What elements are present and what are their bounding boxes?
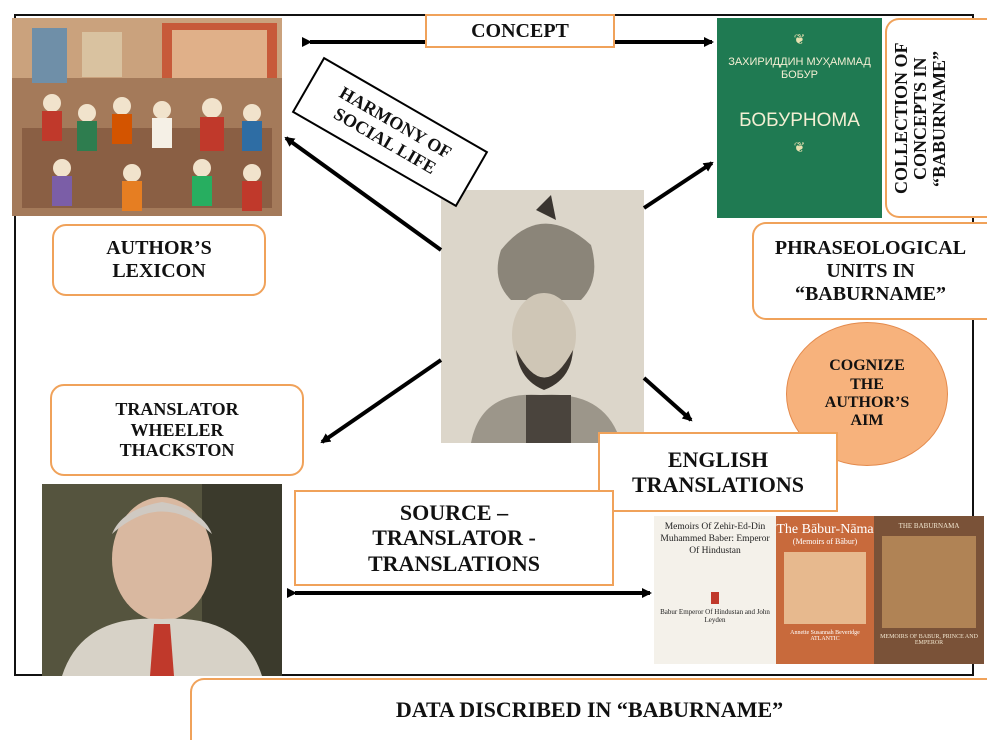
translator-label: TRANSLATOR WHEELER THACKSTON	[50, 384, 304, 476]
book-title: THE BABURNAMA	[898, 522, 960, 530]
book-footer: Annette Susannah Beveridge	[790, 630, 860, 637]
book-subtitle: (Memoirs of Bābur)	[792, 537, 858, 547]
english-translations-covers: Memoirs Of Zehir-Ed-Din Muhammed Baber: …	[654, 516, 984, 664]
phraseological-label: PHRASEOLOGICAL UNITS IN “BABURNAME”	[752, 222, 987, 320]
book-cover-thackston: THE BABURNAMA MEMOIRS OF BABUR, PRINCE A…	[874, 516, 984, 664]
miniature-painting	[12, 18, 282, 216]
translator-photo	[42, 484, 282, 676]
arrow-to-painting	[284, 136, 443, 252]
lexicon-label: AUTHOR’S LEXICON	[52, 224, 266, 296]
arrow-to-book	[642, 161, 714, 210]
book-cover-leyden: Memoirs Of Zehir-Ed-Din Muhammed Baber: …	[654, 516, 776, 664]
babur-portrait	[441, 190, 644, 443]
book-cover-author: ЗАХИРИДДИН МУҲАММАД БОБУР	[728, 56, 871, 82]
english-label: ENGLISH TRANSLATIONS	[598, 432, 838, 512]
source-label: SOURCE – TRANSLATOR - TRANSLATIONS	[294, 490, 614, 586]
arrow-to-english	[642, 376, 693, 422]
boburnoma-book-cover: ❦ ЗАХИРИДДИН МУҲАММАД БОБУР БОБУРНОМА ❦	[717, 18, 882, 218]
book-emblem	[711, 591, 719, 604]
book-cover-title: БОБУРНОМА	[739, 110, 860, 131]
collection-text: COLLECTION OF CONCEPTS IN “BABURNAME”	[891, 42, 949, 194]
book-illustration	[784, 552, 866, 625]
book-title: Memoirs Of Zehir-Ed-Din Muhammed Baber: …	[660, 522, 770, 556]
book-cover-beveridge: The Bābur-Nāma (Memoirs of Bābur) Annett…	[776, 516, 874, 664]
book-title: The Bābur-Nāma	[776, 522, 874, 537]
book-subtitle: MEMOIRS OF BABUR, PRINCE AND EMPEROR	[880, 634, 978, 646]
collection-label: COLLECTION OF CONCEPTS IN “BABURNAME”	[885, 18, 987, 218]
concept-label: CONCEPT	[425, 14, 615, 48]
book-illustration	[882, 536, 976, 628]
book-publisher: ATLANTIC	[810, 636, 840, 643]
ornament-icon: ❦	[793, 33, 806, 48]
arrow-to-translator	[320, 358, 443, 444]
ornament-icon: ❦	[793, 141, 806, 156]
book-footer: Babur Emperor Of Hindustan and John Leyd…	[660, 607, 770, 625]
data-label: DATA DISCRIBED IN “BABURNAME”	[190, 678, 987, 740]
